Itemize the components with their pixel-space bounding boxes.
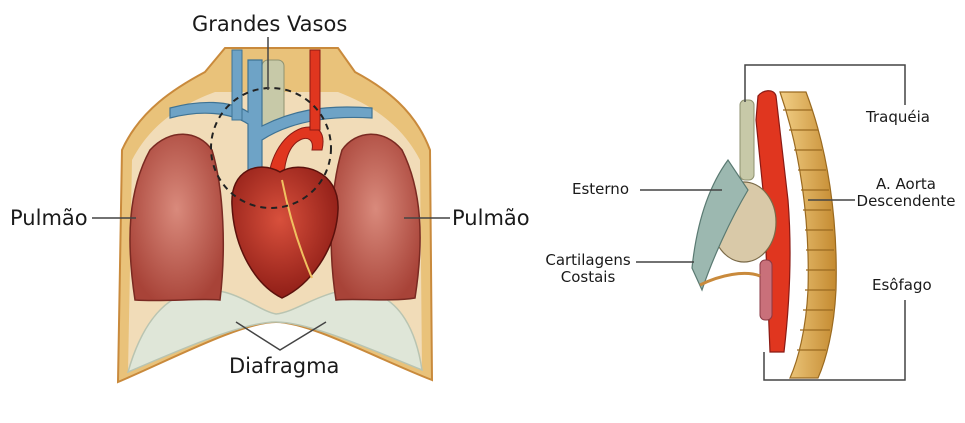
label-traqueia: Traquéia: [866, 109, 930, 126]
carotid-right: [310, 50, 320, 130]
label-esofago: Esôfago: [872, 277, 932, 294]
thorax-lateral-view: [636, 65, 905, 380]
right-lung: [331, 134, 420, 300]
trachea-lateral: [740, 100, 754, 180]
label-diafragma: Diafragma: [229, 354, 339, 378]
thorax-front-view: [92, 37, 450, 382]
label-cartilagens-line1: Cartilagens: [538, 252, 638, 269]
rib-cage-front: [700, 273, 760, 285]
esophagus: [760, 260, 772, 320]
label-aorta-line1: A. Aorta: [852, 176, 960, 193]
label-aorta-descendente: A. Aorta Descendente: [852, 176, 960, 211]
label-cartilagens-line2: Costais: [538, 269, 638, 286]
carotid-left: [232, 50, 242, 120]
label-cartilagens-costais: Cartilagens Costais: [538, 252, 638, 287]
label-grandes-vasos: Grandes Vasos: [192, 12, 347, 36]
label-esterno: Esterno: [572, 181, 629, 198]
label-pulmao-right: Pulmão: [452, 206, 530, 230]
label-pulmao-left: Pulmão: [10, 206, 88, 230]
label-aorta-line2: Descendente: [852, 193, 960, 210]
